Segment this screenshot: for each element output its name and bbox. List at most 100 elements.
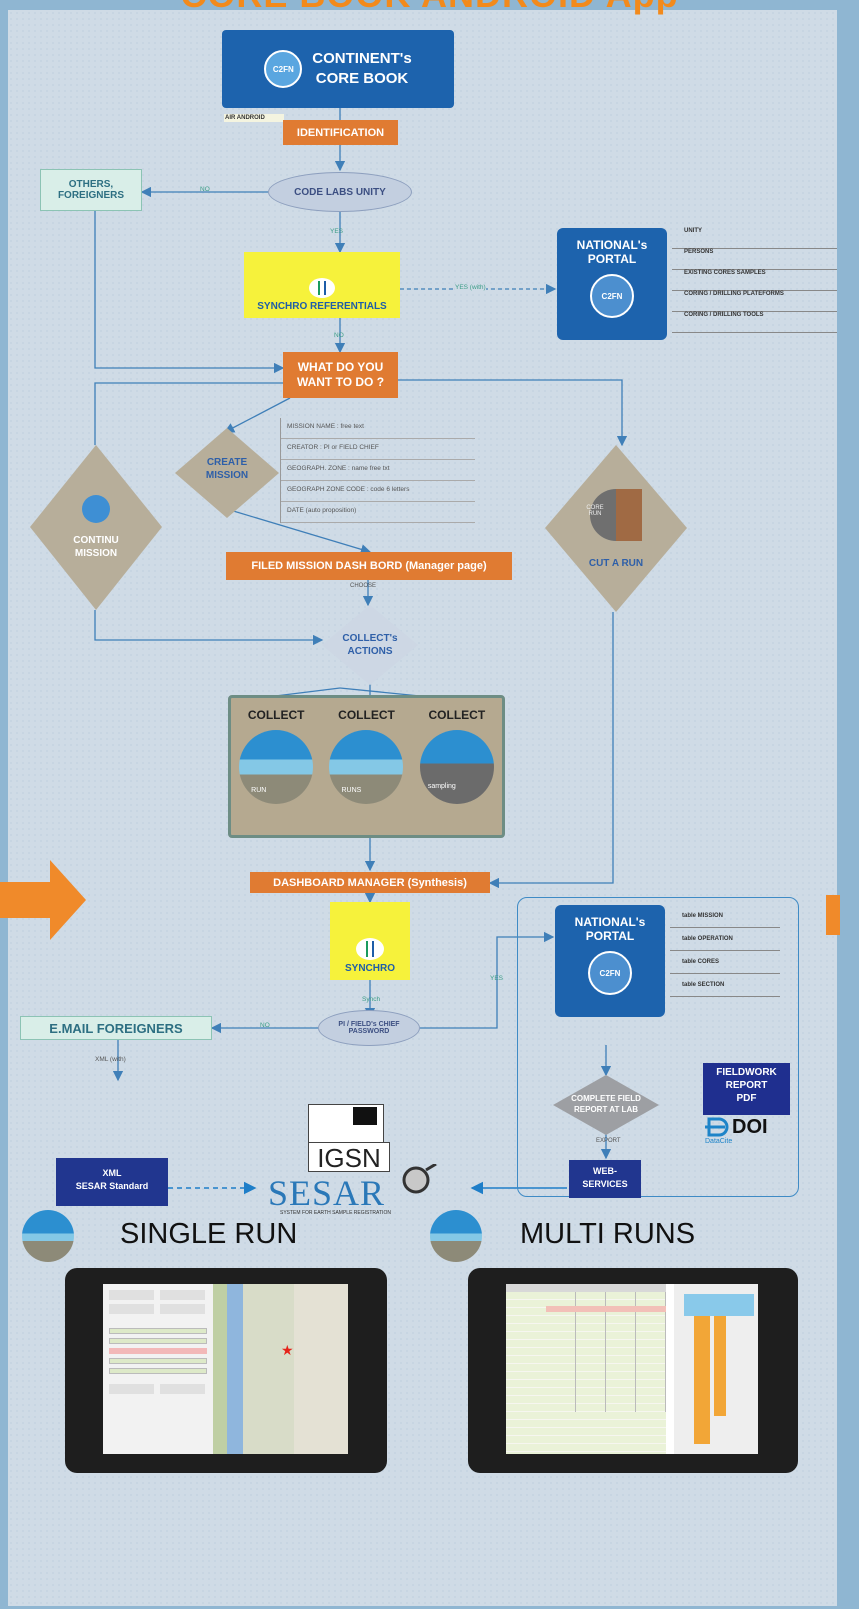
collect-sub-1: RUN bbox=[251, 787, 267, 794]
mission-field: GEOGRAPH. ZONE : name free txt bbox=[281, 460, 475, 481]
portal1-item: PERSONS bbox=[672, 249, 837, 270]
label-xml-with: XML (with) bbox=[95, 1056, 126, 1063]
fieldwork-line1: FIELDWORK bbox=[716, 1067, 777, 1078]
synchro-ref-label: SYNCHRO REFERENTIALS bbox=[257, 301, 387, 312]
xml-line1: XML bbox=[102, 1168, 122, 1178]
complete-field-label: COMPLETE FIELD REPORT AT LAB bbox=[553, 1093, 659, 1115]
portal2-items: table MISSION table OPERATION table CORE… bbox=[670, 905, 780, 997]
mission-field: DATE (auto proposition) bbox=[281, 502, 475, 523]
portal1-line2: PORTAL bbox=[587, 252, 637, 266]
what-line1: WHAT DO YOU bbox=[297, 360, 384, 374]
xml-line2: SESAR Standard bbox=[75, 1181, 149, 1191]
create-mission-diamond bbox=[175, 428, 279, 518]
create-mission-fields: MISSION NAME : free text CREATOR : PI or… bbox=[280, 418, 475, 523]
portal1-item: EXISTING CORES SAMPLES bbox=[672, 270, 837, 291]
label-synch: Synch bbox=[362, 996, 381, 1003]
fieldwork-line2: REPORT bbox=[725, 1080, 768, 1091]
field-mission-dashboard-box: FILED MISSION DASH BORD (Manager page) bbox=[226, 552, 512, 580]
single-run-form bbox=[103, 1284, 213, 1454]
multi-runs-table bbox=[506, 1284, 666, 1454]
portal1-line1: NATIONAL's bbox=[576, 238, 648, 252]
label-no: NO bbox=[200, 186, 210, 193]
igsn-label: IGSN bbox=[308, 1142, 390, 1173]
password-ellipse: PI / FIELD's CHIEF PASSWORD bbox=[318, 1010, 420, 1046]
cut-inner-label: CORE RUN bbox=[575, 505, 615, 517]
continu-mission-diamond bbox=[30, 445, 162, 610]
create-line1: CREATE bbox=[206, 457, 248, 468]
portal2-item: table SECTION bbox=[670, 974, 780, 997]
datacite-icon bbox=[705, 1117, 729, 1137]
complete-line2: REPORT AT LAB bbox=[574, 1105, 638, 1114]
single-run-screen: ★ bbox=[103, 1284, 348, 1454]
core-book-line1: CONTINENT's bbox=[312, 50, 412, 67]
map-lake bbox=[227, 1284, 243, 1454]
portal1-item: CORING / DRILLING TOOLS bbox=[672, 312, 837, 333]
sesar-magnifier-icon bbox=[402, 1164, 437, 1194]
c2fn-logo-icon-2: C2FN bbox=[590, 274, 634, 318]
datacite-label: DataCite bbox=[705, 1138, 733, 1145]
create-mission-label: CREATE MISSION bbox=[175, 456, 279, 482]
cloud-sync-icon bbox=[356, 938, 384, 960]
what-line2: WANT TO DO ? bbox=[296, 375, 385, 389]
create-line2: MISSION bbox=[205, 470, 249, 481]
location-star-icon: ★ bbox=[281, 1342, 294, 1358]
continu-mission-label: CONTINU MISSION bbox=[30, 534, 162, 560]
igsn-logo bbox=[308, 1104, 384, 1144]
single-run-map: ★ bbox=[213, 1284, 348, 1454]
multi-runs-screen bbox=[506, 1284, 758, 1454]
multi-runs-tablet bbox=[468, 1268, 798, 1473]
collects-line1: COLLECT's bbox=[342, 633, 398, 644]
others-line2: FOREIGNERS bbox=[57, 190, 125, 201]
label-choose: CHOOSE bbox=[350, 583, 377, 589]
mission-field: MISSION NAME : free text bbox=[281, 418, 475, 439]
label-export: EXPORT bbox=[596, 1138, 621, 1144]
synchro-referentials-box: SYNCHRO REFERENTIALS bbox=[244, 252, 400, 318]
collects-actions-label: COLLECT's ACTIONS bbox=[322, 632, 418, 658]
collects-actions-diamond bbox=[322, 605, 418, 685]
doi-label: DOI bbox=[732, 1116, 768, 1138]
collect-label-2: COLLECT bbox=[338, 708, 395, 722]
portal2-item: table OPERATION bbox=[670, 928, 780, 951]
synchro-label: SYNCHRO bbox=[344, 963, 395, 974]
national-portal-1: NATIONAL's PORTAL C2FN bbox=[557, 228, 667, 340]
web-line1: WEB- bbox=[593, 1166, 617, 1176]
web-line2: SERVICES bbox=[582, 1179, 628, 1189]
right-big-arrow bbox=[826, 895, 840, 935]
sesar-subtitle: SYSTEM FOR EARTH SAMPLE REGISTRATION bbox=[280, 1210, 391, 1216]
portal1-items: UNITY PERSONS EXISTING CORES SAMPLES COR… bbox=[672, 228, 837, 333]
collect-sub-3: sampling bbox=[427, 783, 456, 790]
cloud-sync-icon bbox=[309, 278, 335, 298]
label-no-2: NO bbox=[334, 332, 344, 339]
portal2-line2: PORTAL bbox=[585, 929, 635, 943]
web-services-box: WEB- SERVICES bbox=[569, 1160, 641, 1198]
collect-run-icon: RUN bbox=[239, 730, 314, 804]
single-run-title: SINGLE RUN bbox=[120, 1218, 298, 1250]
collect-label-3: COLLECT bbox=[428, 708, 486, 722]
igsn-square-icon bbox=[353, 1107, 377, 1125]
label-yes-with: YES (with) bbox=[455, 284, 486, 291]
dashboard-manager-box: DASHBOARD MANAGER (Synthesis) bbox=[250, 872, 490, 893]
sesar-logo: SESAR bbox=[268, 1173, 386, 1213]
single-run-tablet: ★ bbox=[65, 1268, 387, 1473]
mission-field: CREATOR : PI or FIELD CHIEF bbox=[281, 439, 475, 460]
core-book-line2: CORE BOOK bbox=[315, 70, 409, 87]
collect-sampling-icon: sampling bbox=[419, 730, 494, 804]
collect-panel: COLLECT COLLECT COLLECT RUN RUNS samplin… bbox=[228, 695, 505, 838]
label-yes-2: YES bbox=[490, 975, 504, 982]
left-big-arrow bbox=[0, 860, 86, 940]
multi-runs-core-log bbox=[674, 1284, 758, 1454]
lab-panel bbox=[517, 897, 799, 1197]
fieldwork-line3: PDF bbox=[736, 1093, 757, 1104]
complete-field-diamond bbox=[553, 1075, 659, 1135]
portal1-item: CORING / DRILLING PLATEFORMS bbox=[672, 291, 837, 312]
multi-runs-title: MULTI RUNS bbox=[520, 1218, 696, 1250]
portal1-item: UNITY bbox=[672, 228, 837, 249]
single-run-icon bbox=[22, 1210, 74, 1262]
others-line1: OTHERS, bbox=[68, 179, 114, 190]
what-do-you-want-box: WHAT DO YOU WANT TO DO ? bbox=[283, 352, 398, 398]
password-line2: PASSWORD bbox=[348, 1028, 390, 1035]
cut-a-run-diamond bbox=[545, 445, 687, 612]
collects-line2: ACTIONS bbox=[347, 646, 393, 657]
c2fn-logo-icon: C2FN bbox=[264, 50, 303, 88]
